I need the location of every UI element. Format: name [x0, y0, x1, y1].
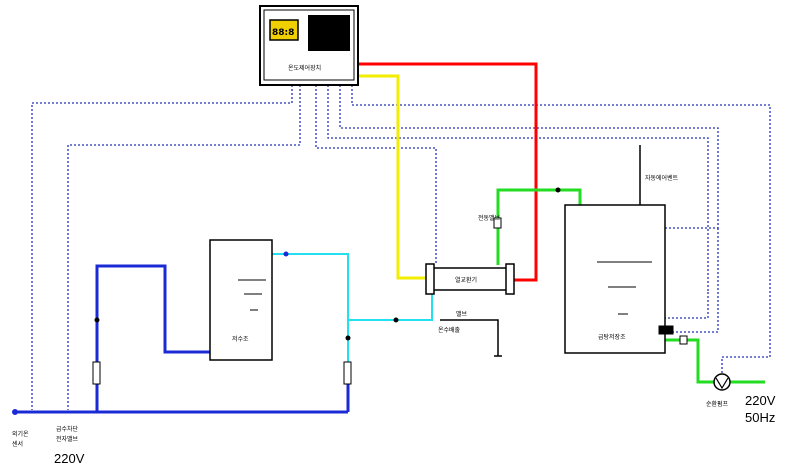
signal-line-pump: [351, 85, 771, 380]
circulation-pump: 순환펌프: [706, 373, 731, 408]
exchanger-flange-right: [505, 263, 515, 295]
exchanger-inlet-pipe: [348, 288, 433, 321]
valve-marker: [493, 217, 502, 229]
sensor-point: [283, 251, 289, 257]
hot-water-tank-label: 급탕저장조: [598, 333, 626, 341]
cyan-lines: [272, 253, 433, 372]
valve-marker: [658, 325, 674, 335]
air-vent-label: 자동에어벤트: [645, 174, 679, 182]
sensor-point: [12, 409, 18, 415]
pump-icon: [713, 373, 731, 391]
valve-markers: [12, 187, 688, 415]
controller-panel-text: 88:8: [272, 28, 294, 38]
pump-pipe: [665, 338, 765, 384]
pump-label: 순환펌프: [706, 400, 729, 408]
temperature-controller: 88:8 온도제어장치: [259, 5, 359, 86]
signal-line-tank-lower: [665, 292, 709, 319]
pump-icon-mark: [715, 377, 729, 390]
motor-valve-label: 전동밸브: [478, 214, 501, 222]
signal-line-tank-top: [339, 85, 719, 229]
controller-label: 온도제어장치: [288, 64, 321, 72]
controller-inner-box: [263, 9, 355, 81]
valve-marker: [343, 361, 352, 385]
controller-panel: [269, 19, 299, 41]
valve-marker: [92, 361, 101, 385]
hot-supply-pipe: [358, 62, 538, 282]
valve-marker: [679, 335, 688, 345]
water-tank-label: 저수조: [232, 335, 249, 343]
left-voltage-label: 220V: [54, 451, 85, 466]
hot-water-tank: 급탕저장조: [564, 204, 666, 354]
drain-pipe: [440, 319, 499, 356]
controller-display: [308, 15, 350, 51]
hot-water-tank-box: [564, 204, 666, 354]
solenoid-label-1: 급수차단: [56, 425, 79, 433]
signal-line-outdoor-sensor: [31, 85, 293, 410]
water-tank-box: [209, 239, 273, 361]
exchanger-label: 열교환기: [455, 276, 477, 284]
hot-water-discharge-label: 온수배출: [438, 326, 461, 334]
signal-line-tank-mid: [327, 85, 709, 292]
signal-line-exchanger: [315, 85, 437, 265]
power-frequency-label: 50Hz: [745, 410, 775, 425]
heat-exchanger: 열교환기: [425, 263, 515, 295]
exchanger-flange-left: [425, 263, 435, 295]
sensor-point: [345, 335, 351, 341]
sensor-point: [393, 317, 399, 323]
tank-outlet-pipe: [272, 253, 349, 372]
sensor-point: [555, 187, 561, 193]
signal-line-tank-bottom: [665, 228, 719, 333]
warm-supply-pipe: [358, 74, 426, 280]
storage-tank-left: 저수조: [209, 239, 273, 361]
solenoid-label-2: 전자밸브: [56, 435, 79, 443]
supply-riser-pipe: [95, 264, 210, 412]
valve-label: 밸브: [456, 310, 468, 318]
outdoor-sensor-label-2: 센서: [12, 440, 23, 448]
signal-lines: [31, 85, 771, 410]
outdoor-sensor-label-1: 외기온: [12, 430, 29, 438]
signal-line-solenoid: [67, 85, 301, 410]
sensor-point: [94, 317, 100, 323]
cold-water-lines: [15, 264, 350, 414]
power-voltage-label: 220V: [745, 393, 776, 408]
